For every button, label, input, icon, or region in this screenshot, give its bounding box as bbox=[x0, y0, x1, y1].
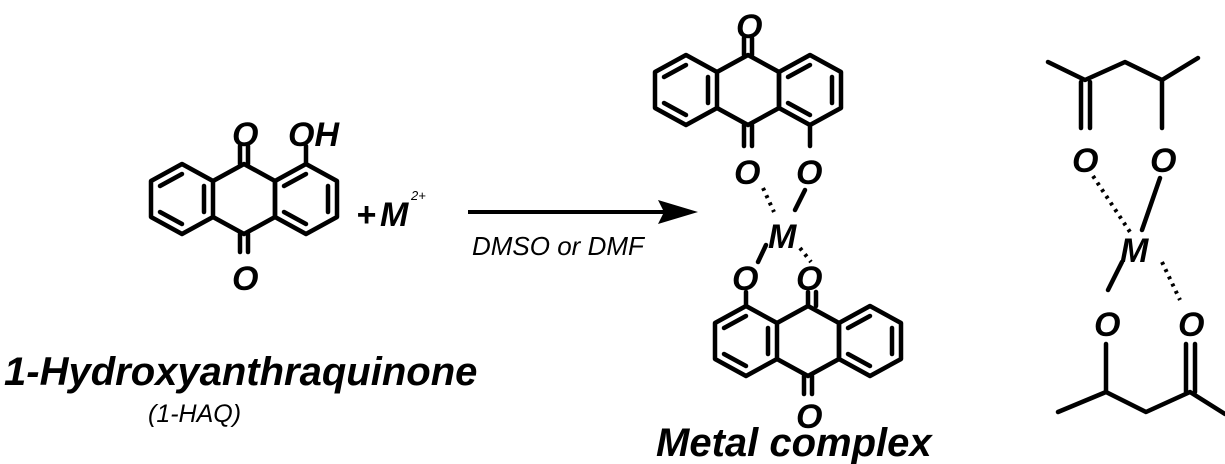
acac-oxygen-lower-right: O bbox=[1178, 306, 1204, 344]
acac-oxygen-lower-left: O bbox=[1094, 306, 1120, 344]
product-name: Metal complex bbox=[656, 421, 933, 464]
reactant-hydroxyl-label: OH bbox=[288, 116, 340, 154]
reactant-abbreviation: (1-HAQ) bbox=[148, 400, 241, 428]
complex-oxygen-lower-left: O bbox=[732, 260, 758, 298]
complex-oxygen-upper-right: O bbox=[796, 154, 822, 192]
reaction-arrow bbox=[468, 200, 698, 224]
acac-oxygen-upper-left: O bbox=[1072, 142, 1098, 180]
acac-complex-structure bbox=[1045, 55, 1225, 417]
complex-oxygen-top: O bbox=[736, 8, 762, 46]
complex-oxygen-lower-right: O bbox=[796, 260, 822, 298]
metal-ion-symbol: M bbox=[380, 196, 409, 234]
acac-metal-center: M bbox=[1120, 232, 1149, 270]
complex-oxygen-bottom: O bbox=[796, 398, 822, 436]
reactant-oxygen-top: O bbox=[232, 116, 258, 154]
reactant-name: 1-Hydroxyanthraquinone bbox=[4, 350, 477, 394]
complex-oxygen-upper-left: O bbox=[734, 154, 760, 192]
reactant-oxygen-bottom: O bbox=[232, 260, 258, 298]
complex-coordination-bonds bbox=[755, 187, 813, 265]
reaction-condition: DMSO or DMF bbox=[472, 231, 646, 261]
reactant-structure bbox=[148, 143, 340, 255]
metal-ion-charge: 2+ bbox=[410, 188, 426, 203]
plus-sign: + bbox=[356, 196, 376, 234]
acac-oxygen-upper-right: O bbox=[1150, 142, 1176, 180]
complex-upper-ligand bbox=[652, 35, 844, 149]
complex-metal-center: M bbox=[768, 218, 797, 256]
complex-lower-ligand bbox=[712, 289, 904, 397]
